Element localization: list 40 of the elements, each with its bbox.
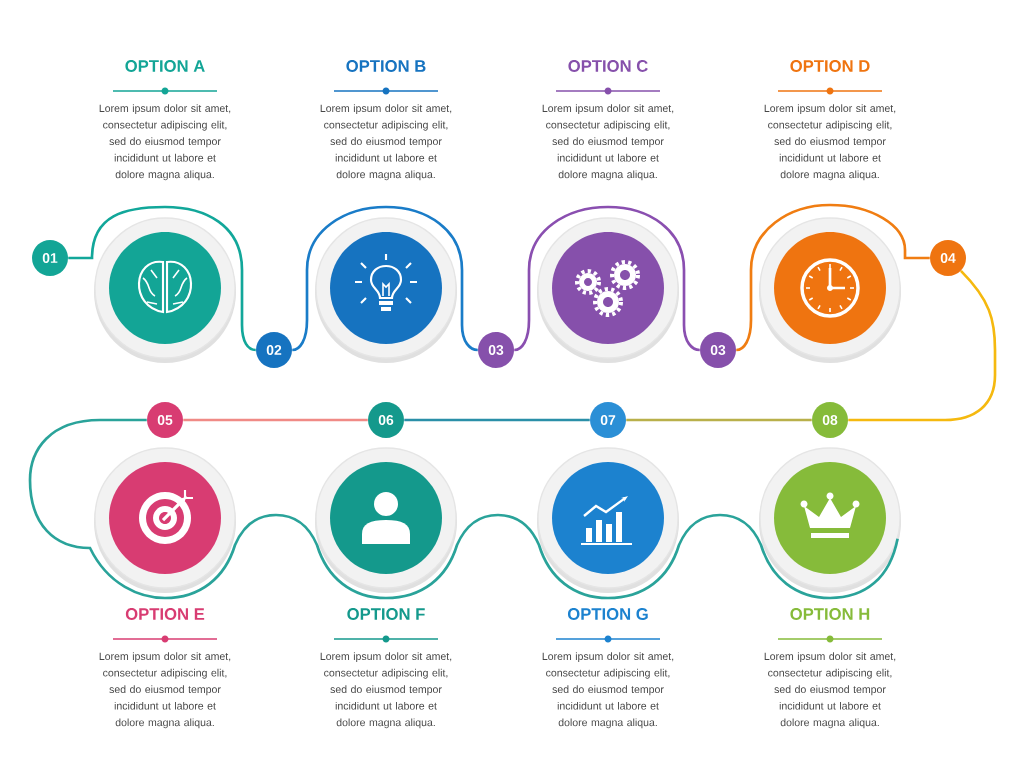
option-heading: OPTION E [125,608,205,620]
number-badge: 07 [590,402,626,438]
connector-line [626,418,812,422]
icon-circle [94,217,236,363]
option-heading: OPTION C [568,60,648,72]
option-heading: OPTION B [346,60,426,72]
icon-circle [537,217,679,363]
number-badge: 03 [700,332,736,368]
connector-line [736,203,930,352]
connector-line [291,205,478,352]
icon-circle [759,447,901,593]
description-text: Lorem ipsum dolor sit amet, consectetur adipiscing elit, sed do eiusmod tempor incididunt ut labore et dolore magna aliqua. [320,652,452,729]
connector-line [848,270,997,422]
number-badge: 04 [930,240,966,276]
number-badge: 08 [812,402,848,438]
connector-line [404,418,590,422]
number-badge: 06 [368,402,404,438]
description-text: Lorem ipsum dolor sit amet, consectetur adipiscing elit, sed do eiusmod tempor incididunt ut labore et dolore magna aliqua. [99,104,231,181]
icon-circle [315,217,457,363]
option-heading: OPTION A [125,60,205,72]
option-heading: OPTION G [567,608,648,620]
description-text: Lorem ipsum dolor sit amet, consectetur adipiscing elit, sed do eiusmod tempor incididunt ut labore et dolore magna aliqua. [764,104,896,181]
description-text: Lorem ipsum dolor sit amet, consectetur adipiscing elit, sed do eiusmod tempor incididunt ut labore et dolore magna aliqua. [320,104,452,181]
number-badge: 01 [32,240,68,276]
option-heading: OPTION H [790,608,870,620]
icon-circle [315,447,457,593]
connector-line [513,205,700,352]
description-text: Lorem ipsum dolor sit amet, consectetur adipiscing elit, sed do eiusmod tempor incididunt ut labore et dolore magna aliqua. [542,652,674,729]
description-text: Lorem ipsum dolor sit amet, consectetur adipiscing elit, sed do eiusmod tempor incididunt ut labore et dolore magna aliqua. [542,104,674,181]
option-heading: OPTION F [347,608,425,620]
icon-circle [759,217,901,363]
description-text: Lorem ipsum dolor sit amet, consectetur adipiscing elit, sed do eiusmod tempor incididunt ut labore et dolore magna aliqua. [99,652,231,729]
option-heading: OPTION D [790,60,870,72]
number-badge: 03 [478,332,514,368]
description-text: Lorem ipsum dolor sit amet, consectetur adipiscing elit, sed do eiusmod tempor incididunt ut labore et dolore magna aliqua. [764,652,896,729]
connector-line [183,418,368,422]
number-badge: 05 [147,402,183,438]
icon-circle [537,447,679,593]
number-badge: 02 [256,332,292,368]
connector-line [28,418,899,600]
